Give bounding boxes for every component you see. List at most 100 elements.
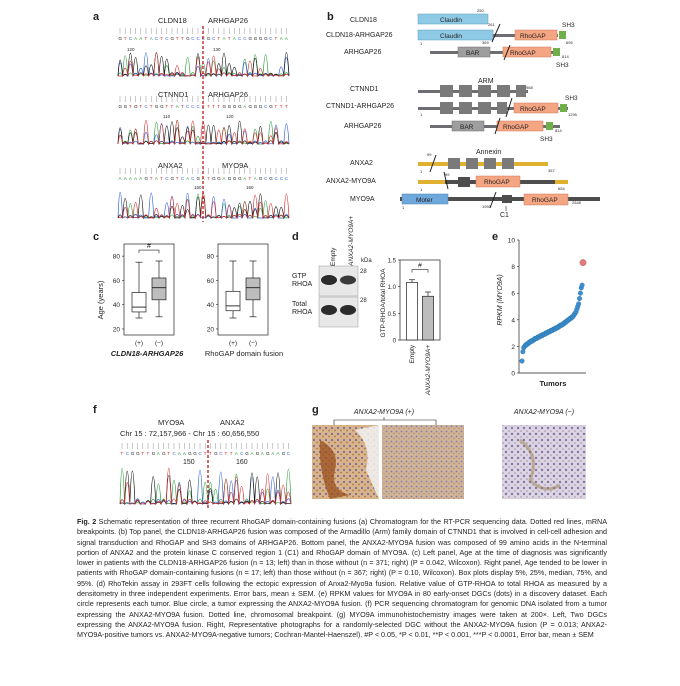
arm-repeats: [440, 85, 526, 97]
base-call: C: [155, 36, 159, 41]
y-tick-label: 40: [207, 302, 215, 309]
kda-label: kDa: [361, 258, 372, 264]
panel-e-xlabel: Tumors: [540, 379, 567, 388]
base-call: T: [230, 451, 233, 456]
base-call: A: [139, 36, 142, 41]
caption-fig-label: Fig. 2: [77, 517, 97, 526]
panel-f: f MYO9A ANXA2 Chr 15 : 72,157,966 - Chr …: [93, 404, 292, 510]
plot-frame: [399, 259, 441, 341]
y-tick-label: 20: [207, 326, 215, 333]
x-tick-label: (−): [249, 340, 257, 347]
base-call: C: [197, 36, 201, 41]
label-myo9a: MYO9A: [350, 196, 375, 203]
base-call: G: [238, 176, 242, 181]
base-call: T: [228, 36, 231, 41]
base-call: A: [157, 451, 160, 456]
panel-a-row2-pos2: 120: [226, 114, 234, 119]
base-call: T: [141, 451, 144, 456]
x-tick-label: (+): [135, 340, 143, 347]
base-call: G: [152, 451, 156, 456]
panel-a-row2-pos1: 110: [163, 114, 171, 119]
y-tick-label: 40: [113, 302, 121, 309]
base-call: G: [254, 104, 258, 109]
trace: [119, 467, 292, 506]
panel-a-row1-left-gene: CLDN18: [158, 16, 187, 25]
plot-frame: [217, 243, 269, 336]
y-tick-label: 10: [508, 238, 516, 245]
y-tick-label: 8: [511, 264, 515, 271]
base-call: T: [207, 104, 210, 109]
svg-text:1: 1: [420, 187, 423, 192]
base-call: T: [181, 36, 184, 41]
base-call: A: [233, 36, 236, 41]
svg-text:SH3: SH3: [556, 62, 569, 69]
bar: [422, 295, 434, 341]
svg-text:SH3: SH3: [540, 136, 553, 143]
panel-e-ylabel: RPKM (MYO9A): [497, 274, 504, 325]
base-call: C: [126, 451, 130, 456]
panel-a-row1-pos1: 120: [127, 47, 135, 52]
base-call: T: [167, 451, 170, 456]
panel-f-right-gene: ANXA2: [220, 418, 245, 427]
data-point: [576, 301, 582, 307]
base-call: C: [285, 176, 289, 181]
base-call: G: [264, 36, 268, 41]
y-tick-label: 1.5: [388, 259, 397, 265]
base-call: A: [261, 451, 264, 456]
panel-d-ylabel: GTP-RHOA/total RHOA: [380, 268, 387, 338]
base-call: G: [136, 451, 140, 456]
base-call: G: [217, 176, 221, 181]
svg-text:1295: 1295: [568, 112, 578, 117]
c1-label: C1: [500, 212, 509, 219]
base-call: G: [131, 451, 135, 456]
base-call: C: [129, 36, 133, 41]
svg-text:99: 99: [445, 172, 450, 177]
panel-g-letter: g: [312, 404, 319, 416]
label-ctnnd1: CTNND1: [350, 86, 378, 93]
anxa2-bar: [418, 162, 548, 166]
data-point: [577, 290, 583, 296]
base-call: G: [155, 104, 159, 109]
base-call: C: [269, 36, 273, 41]
base-call: A: [178, 451, 181, 456]
plot-frame: [123, 243, 175, 336]
base-call: G: [188, 451, 192, 456]
rhogap-domain-fusion2: [513, 102, 559, 114]
arm-label: ARM: [478, 78, 494, 85]
base-call: T: [181, 104, 184, 109]
data-point: [519, 358, 525, 364]
x-tick-label: (−): [155, 340, 163, 347]
caption-text: Schematic representation of three recurr…: [77, 517, 607, 640]
data-point: [579, 282, 585, 288]
base-call: A: [186, 176, 189, 181]
base-call: C: [191, 36, 195, 41]
ihc-image-negative: [502, 425, 586, 499]
base-call: G: [207, 36, 211, 41]
svg-text:Claudin: Claudin: [440, 33, 462, 40]
box: [225, 290, 241, 312]
panel-f-pos1: 150: [183, 459, 195, 466]
base-call: T: [209, 451, 212, 456]
base-call: C: [243, 36, 247, 41]
base-call: C: [173, 451, 177, 456]
svg-text:SH3: SH3: [565, 95, 578, 102]
base-call: G: [171, 36, 175, 41]
base-call: G: [171, 176, 175, 181]
svg-text:1: 1: [402, 205, 405, 210]
claudin-domain: [417, 13, 489, 25]
base-call: A: [176, 104, 179, 109]
base-call: T: [280, 104, 283, 109]
panel-b: b CLDN18 CLDN18-ARHGAP26 ARHGAP26 Claudi…: [326, 8, 600, 219]
svg-text:261: 261: [488, 22, 495, 27]
panel-a-row3-left-gene: ANXA2: [158, 161, 183, 170]
base-call: T: [150, 176, 153, 181]
sig-hash: #: [418, 263, 422, 270]
panel-a-row3-right-gene: MYO9A: [222, 161, 248, 170]
